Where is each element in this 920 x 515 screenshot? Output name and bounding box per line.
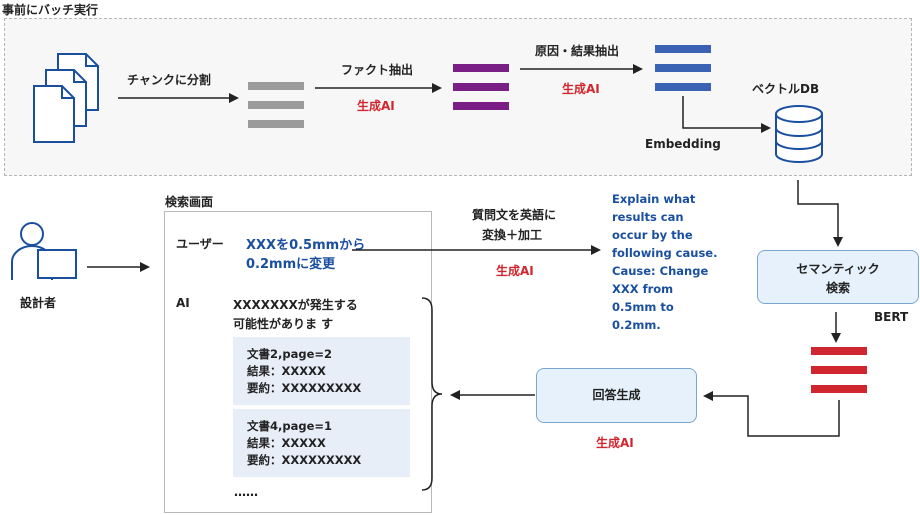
arrow-to-facts	[315, 83, 442, 93]
semantic-search-line1: セマンティック	[796, 262, 880, 276]
english-query-line: Cause: Change	[612, 264, 709, 278]
answer-generation-label: 回答生成	[592, 388, 641, 402]
chunk-bar	[248, 101, 304, 109]
english-query-line: 0.5mm to	[612, 300, 674, 314]
answer-to-screen-arrow	[450, 390, 535, 400]
doc-title: 文書2,page=2	[247, 347, 333, 361]
bert-label: BERT	[874, 310, 909, 324]
english-query-line: 0.2mm.	[612, 318, 661, 332]
doc-summary: 要約：XXXXXXXXX	[247, 381, 362, 395]
doc-result: 結果：XXXXX	[247, 436, 326, 450]
batch-area	[4, 18, 912, 176]
english-query-line: Explain what	[612, 192, 696, 206]
chunk-bar	[248, 82, 304, 90]
translate-label-line1: 質問文を英語に	[472, 208, 557, 222]
vector-db-label: ベクトルDB	[752, 82, 820, 96]
doc-title: 文書4,page=1	[247, 419, 333, 433]
english-query-line: occur by the	[612, 228, 693, 242]
doc-result: 結果：XXXXX	[247, 364, 326, 378]
ai-answer-line2: 可能性がありま す	[233, 317, 334, 331]
english-query-line: following cause.	[612, 246, 718, 260]
result-bar	[811, 347, 867, 355]
query-to-translate-arrow	[352, 245, 601, 255]
translate-label-line2: 変換＋加工	[482, 228, 543, 242]
cause-bar	[655, 45, 711, 53]
cause-bar	[655, 64, 711, 72]
ai-answer-line1: XXXXXXXが発生する	[233, 298, 358, 312]
result-bar	[811, 366, 867, 374]
chunk-label: チャンクに分割	[127, 73, 211, 87]
batch-title: 事前にバッチ実行	[2, 3, 99, 17]
fact-ai-label: 生成AI	[357, 99, 395, 113]
answer-ai-label: 生成AI	[596, 436, 634, 450]
embedding-arrow	[682, 96, 771, 133]
semantic-search-box: セマンティック 検索	[757, 250, 919, 304]
user-label: 設計者	[20, 296, 57, 310]
chunk-bar	[248, 120, 304, 128]
ai-tag: AI	[176, 296, 190, 310]
db-to-search-arrow	[797, 180, 843, 247]
arrow-to-causes	[520, 64, 643, 74]
cause-extract-label: 原因・結果抽出	[535, 44, 620, 58]
search-to-results-arrow	[831, 312, 841, 343]
source-document-card: 文書4,page=1 結果：XXXXX 要約：XXXXXXXXX	[233, 409, 410, 477]
user-icon	[11, 222, 77, 280]
english-query-line: XXX from	[612, 282, 674, 296]
results-to-answer-arrow	[703, 391, 840, 437]
translate-ai-label: 生成AI	[496, 264, 534, 278]
cause-bar	[655, 83, 711, 91]
user-tag: ユーザー	[176, 237, 224, 251]
english-query: Explain what results can occur by the fo…	[612, 190, 717, 334]
user-to-search-arrow	[87, 262, 150, 272]
fact-bar	[453, 64, 509, 72]
result-bar	[811, 385, 867, 393]
fact-bar	[453, 83, 509, 91]
arrow-to-chunks	[118, 93, 239, 103]
answer-brace	[421, 297, 443, 491]
embedding-label: Embedding	[645, 137, 721, 151]
search-screen-title: 検索画面	[165, 195, 214, 209]
user-query-line2: 0.2mmに変更	[246, 257, 336, 272]
database-icon	[775, 105, 823, 163]
fact-extract-label: ファクト抽出	[341, 63, 414, 77]
cause-ai-label: 生成AI	[562, 82, 600, 96]
semantic-search-line2: 検索	[825, 281, 850, 295]
documents-icon	[33, 53, 99, 143]
doc-summary: 要約：XXXXXXXXX	[247, 453, 362, 467]
english-query-line: results can	[612, 210, 684, 224]
user-query-line1: XXXを0.5mmから	[246, 238, 366, 253]
fact-bar	[453, 102, 509, 110]
source-document-card: 文書2,page=2 結果：XXXXX 要約：XXXXXXXXX	[233, 337, 410, 405]
answer-generation-box: 回答生成	[536, 368, 697, 423]
ellipsis: ……	[234, 485, 258, 499]
